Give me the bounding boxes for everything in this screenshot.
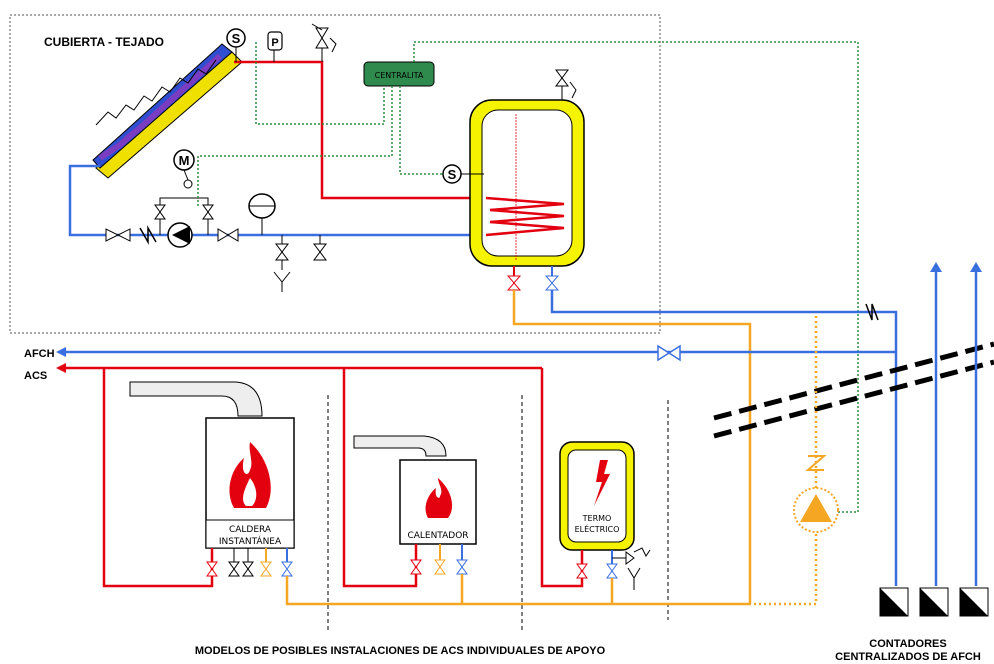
pressure-label: P xyxy=(271,37,278,49)
water-heater: CALENTADOR xyxy=(353,435,477,545)
afch-label: AFCH xyxy=(24,348,55,360)
lightning-icon xyxy=(594,460,610,506)
tank-sensor-label: S xyxy=(448,167,457,182)
cold-return-line xyxy=(68,164,486,237)
pipe-break-marks xyxy=(713,341,994,439)
flame-icon xyxy=(229,442,271,508)
water-meter-icons xyxy=(879,587,989,617)
instant-boiler: CALDERA INSTANTÁNEA xyxy=(129,381,295,549)
check-valve-icon xyxy=(139,225,157,245)
roof-label: CUBIERTA - TEJADO xyxy=(44,35,164,49)
heater-label: CALENTADOR xyxy=(407,531,468,541)
funnel-icon xyxy=(273,271,291,292)
flame-icon xyxy=(425,478,453,518)
controller-box xyxy=(363,61,435,87)
solar-preheated-line xyxy=(512,290,752,604)
boiler-label-2: INSTANTÁNEA xyxy=(219,535,282,547)
tank-vent-icon xyxy=(555,69,577,99)
meters-label-2: CENTRALIZADOS DE AFCH xyxy=(835,651,981,663)
afch-valve-icon xyxy=(657,344,671,362)
controller-label: CENTRALITA xyxy=(375,71,424,80)
safety-valve-icon xyxy=(612,547,651,590)
boiler-acs-out xyxy=(102,368,214,588)
valve-icon xyxy=(105,228,120,242)
sensor-label: S xyxy=(232,31,241,46)
electric-label-2: ELÉCTRICO xyxy=(575,523,620,534)
acs-label: ACS xyxy=(24,370,47,382)
meters-label-1: CONTADORES xyxy=(869,638,946,650)
valve-icon xyxy=(217,228,229,242)
heat-exchanger-coil xyxy=(485,196,565,237)
cold-water-feed xyxy=(550,290,898,586)
check-valve-icon xyxy=(865,303,879,321)
solar-collector xyxy=(92,43,243,179)
control-wiring xyxy=(197,41,859,513)
hot-supply-line xyxy=(234,60,486,200)
boiler-label: CALDERA xyxy=(229,525,272,535)
roof-boundary xyxy=(9,14,661,334)
expansion-vessel-icon xyxy=(248,193,276,235)
pressure-gauge-icon xyxy=(267,31,283,51)
air-vent-icon xyxy=(311,23,337,53)
drain-valve-icon xyxy=(313,243,327,253)
optional-pump-branch xyxy=(750,316,839,606)
motor-label: M xyxy=(179,153,190,168)
electric-label-1: TERMO xyxy=(582,514,612,523)
electric-water-heater: TERMO ELÉCTRICO xyxy=(559,441,635,551)
models-caption: MODELOS DE POSIBLES INSTALACIONES DE ACS… xyxy=(195,645,606,657)
